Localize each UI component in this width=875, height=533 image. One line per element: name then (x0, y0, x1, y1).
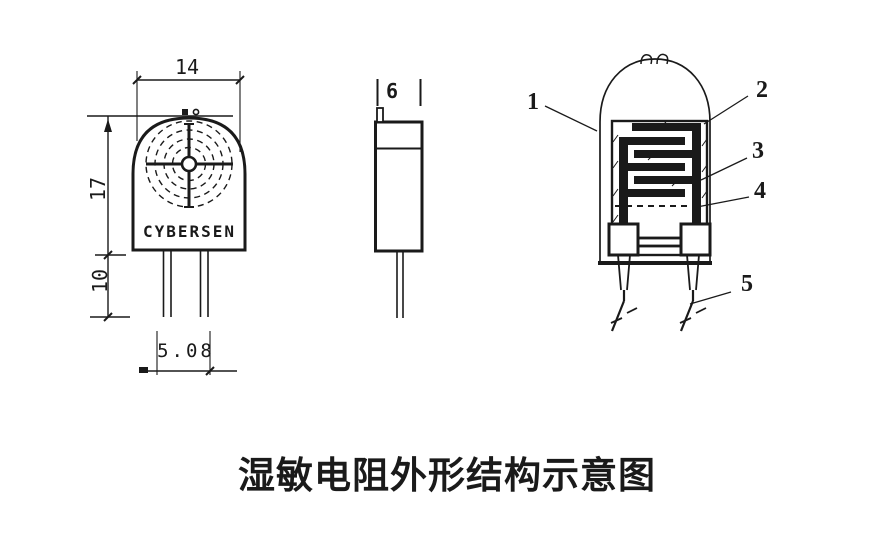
shell-outline (599, 58, 711, 264)
substrate-hatch (612, 121, 708, 223)
side-top-tab (376, 107, 384, 123)
brand-label: CYBERSEN (143, 222, 237, 241)
leader-3 (700, 157, 748, 181)
center-circle (180, 155, 198, 173)
dim-height-lines (90, 116, 130, 322)
terminal-block-left (607, 222, 640, 257)
dim-lead-pitch-value: 5.08 (157, 340, 215, 362)
electrode-comb (619, 123, 701, 228)
terminal-block-right (679, 222, 712, 257)
front-leads (162, 251, 209, 317)
leader-4 (696, 196, 750, 208)
top-nub-circle (192, 108, 200, 116)
part-label-5: 5 (741, 271, 753, 297)
structure-lead-right (679, 254, 707, 332)
dim-thickness-value: 6 (385, 79, 399, 103)
structure-view-drawing (544, 53, 750, 332)
front-view-drawing (87, 71, 247, 376)
part-label-1: 1 (527, 89, 539, 115)
part-label-2: 2 (756, 77, 768, 103)
leader-lines (544, 95, 750, 305)
dim-width-value: 14 (174, 55, 200, 79)
leader-5 (689, 291, 732, 305)
leader-1 (544, 105, 598, 132)
dim-width-lines (132, 71, 245, 152)
dome-apex-marks (640, 53, 669, 65)
connecting-bar (636, 236, 683, 248)
leader-2 (703, 95, 749, 125)
structure-lead-left (610, 254, 638, 332)
part-label-3: 3 (752, 138, 764, 164)
side-body-outline (374, 120, 424, 253)
side-lead (396, 251, 404, 318)
top-nub-mark (182, 109, 188, 115)
part-label-4: 4 (754, 178, 766, 204)
dim-height-value: 17 (86, 176, 110, 202)
dim-lead-length-value: 10 (88, 268, 112, 294)
dim-thickness-lines (376, 79, 422, 106)
side-view-drawing (374, 79, 424, 318)
dim-pitch-lines (139, 331, 237, 376)
figure-caption: 湿敏电阻外形结构示意图 (238, 456, 656, 497)
